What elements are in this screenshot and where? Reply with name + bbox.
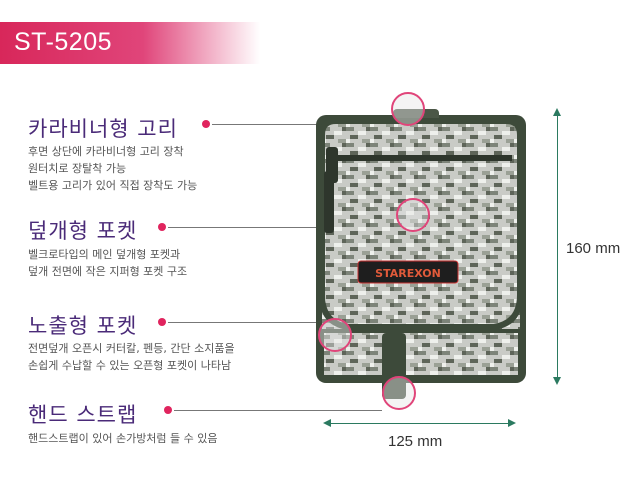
feature-title-flap-pocket: 덮개형 포켓 [28, 219, 138, 243]
brand-label: STAREXON [375, 267, 441, 280]
product-image: STAREXON [316, 109, 526, 399]
feature-dot-carabiner [202, 120, 210, 128]
feature-dot-hand-strap [164, 406, 172, 414]
width-label: 125 mm [388, 433, 443, 450]
feature-desc-carabiner: 후면 상단에 카라비너형 고리 장착 원터치로 장탈착 가능 벨트용 고리가 있… [28, 143, 197, 194]
desc-line: 핸드스트랩이 있어 손가방처럼 들 수 있음 [28, 432, 218, 445]
leader-line-hand-strap [174, 410, 382, 411]
leader-line-open-pocket [168, 322, 318, 323]
desc-line: 벨트용 고리가 있어 직접 장착도 가능 [28, 179, 198, 192]
callout-hand-strap [382, 376, 416, 410]
side-tab [324, 171, 334, 233]
desc-line: 덮개 전면에 작은 지퍼형 포켓 구조 [28, 265, 188, 278]
width-arrow-right [508, 419, 516, 427]
desc-line: 전면덮개 오픈시 커터칼, 펜등, 간단 소지품을 [28, 342, 235, 355]
feature-dot-open-pocket [158, 318, 166, 326]
model-number: ST-5205 [14, 28, 113, 56]
callout-flap-pocket [396, 198, 430, 232]
feature-desc-flap-pocket: 벨크로타입의 메인 덮개형 포켓과 덮개 전면에 작은 지퍼형 포켓 구조 [28, 246, 187, 280]
feature-title-open-pocket: 노출형 포켓 [28, 314, 138, 338]
feature-dot-flap-pocket [158, 223, 166, 231]
width-arrow-left [323, 419, 331, 427]
feature-desc-open-pocket: 전면덮개 오픈시 커터칼, 펜등, 간단 소지품을 손쉽게 수납할 수 있는 오… [28, 340, 235, 374]
height-arrow-bottom [553, 377, 561, 385]
open-pocket [320, 329, 522, 379]
leader-line-flap-pocket [168, 227, 396, 228]
desc-line: 후면 상단에 카라비너형 고리 장착 [28, 145, 184, 158]
feature-desc-hand-strap: 핸드스트랩이 있어 손가방처럼 들 수 있음 [28, 430, 218, 447]
height-arrow-top [553, 108, 561, 116]
width-dimension-line [330, 423, 510, 424]
feature-title-carabiner: 카라비너형 고리 [28, 117, 178, 141]
desc-line: 원터치로 장탈착 가능 [28, 162, 127, 175]
height-dimension-line [557, 114, 558, 379]
callout-carabiner [391, 92, 425, 126]
desc-line: 손쉽게 수납할 수 있는 오픈형 포켓이 나타남 [28, 359, 232, 372]
height-label: 160 mm [566, 240, 621, 257]
callout-open-pocket [318, 318, 352, 352]
desc-line: 벨크로타입의 메인 덮개형 포켓과 [28, 248, 181, 261]
zipper [332, 155, 512, 161]
brand-patch [357, 260, 459, 284]
model-banner: ST-5205 [0, 22, 260, 64]
feature-title-hand-strap: 핸드 스트랩 [28, 403, 138, 427]
leader-line-carabiner [212, 124, 390, 125]
